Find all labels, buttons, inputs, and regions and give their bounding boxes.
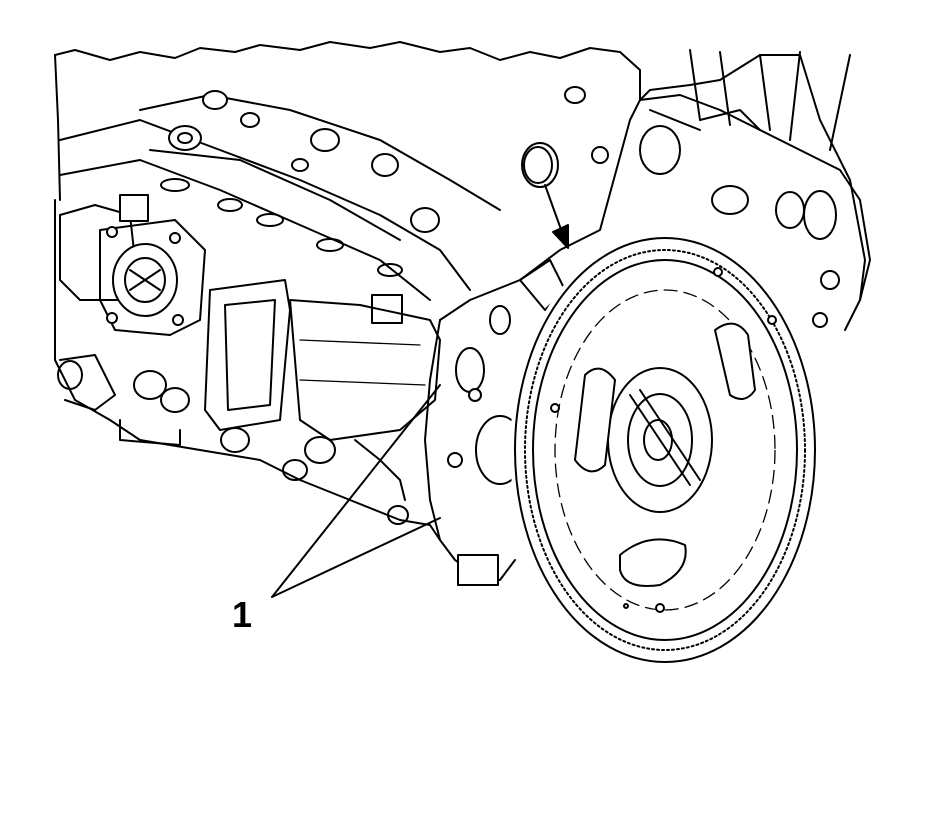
flywheel <box>510 232 820 668</box>
engine-rear-plate <box>424 94 871 586</box>
engine-block <box>54 41 866 541</box>
callout-leaders <box>271 384 441 598</box>
